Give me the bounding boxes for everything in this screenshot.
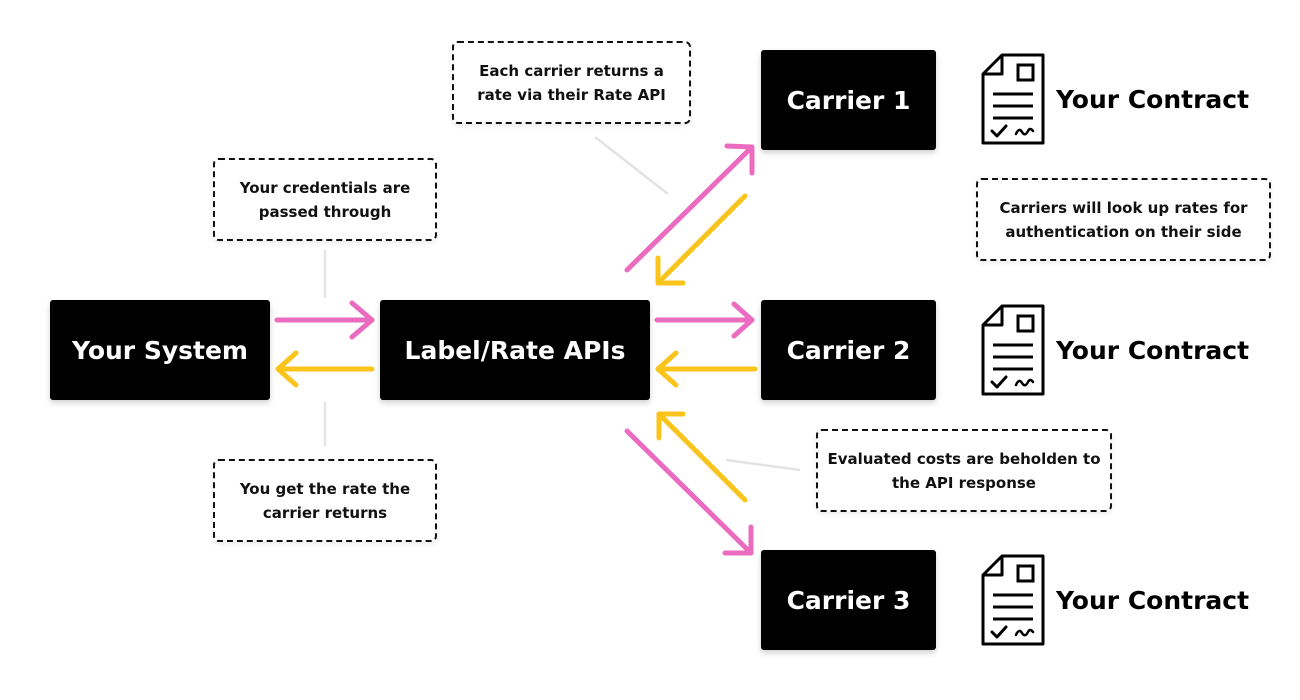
your-system-box: Your System — [50, 300, 270, 400]
contract-document-icon — [981, 53, 1045, 145]
label-rate-apis-box: Label/Rate APIs — [380, 300, 650, 400]
note-carrier-returns: Each carrier returns a rate via their Ra… — [452, 41, 691, 124]
contract-document-icon — [981, 554, 1045, 646]
arrow-api-to-carrier-3 — [624, 428, 754, 556]
arrow-carrier-3-to-api — [656, 411, 748, 503]
arrow-carrier-1-to-api — [655, 193, 748, 286]
note-credentials-text: Your credentials are passed through — [239, 178, 411, 221]
contract-3: Your Contract — [980, 553, 1249, 647]
note-evaluated: Evaluated costs are beholden to the API … — [816, 429, 1112, 512]
carrier-1-label: Carrier 1 — [786, 85, 911, 115]
contract-1: Your Contract — [980, 52, 1249, 146]
contract-2: Your Contract — [980, 303, 1249, 397]
arrow-api-to-system — [275, 350, 375, 388]
contract-1-label: Your Contract — [1056, 84, 1250, 114]
note-connectors — [323, 136, 801, 472]
note-get-rate-text: You get the rate the carrier returns — [239, 479, 411, 522]
carrier-3-label: Carrier 3 — [786, 585, 911, 615]
carrier-1-box: Carrier 1 — [761, 50, 936, 150]
connector-evaluated — [725, 458, 801, 472]
note-evaluated-text: Evaluated costs are beholden to the API … — [827, 449, 1101, 492]
carrier-3-box: Carrier 3 — [761, 550, 936, 650]
note-lookup-text: Carriers will look up rates for authenti… — [999, 198, 1248, 241]
note-get-rate: You get the rate the carrier returns — [213, 459, 437, 542]
response-arrows — [275, 193, 758, 503]
arrow-api-to-carrier-2 — [654, 301, 755, 339]
carrier-2-label: Carrier 2 — [786, 335, 911, 365]
arrow-system-to-api — [274, 300, 375, 340]
carrier-2-box: Carrier 2 — [761, 300, 936, 400]
contract-3-label: Your Contract — [1056, 585, 1250, 615]
contract-document-icon — [981, 304, 1045, 396]
connector-carrier-returns — [594, 136, 669, 195]
label-rate-apis-label: Label/Rate APIs — [404, 335, 626, 365]
note-credentials: Your credentials are passed through — [213, 158, 437, 241]
note-lookup: Carriers will look up rates for authenti… — [976, 178, 1271, 261]
arrow-api-to-carrier-1 — [624, 143, 755, 273]
arrow-carrier-2-to-api — [655, 350, 758, 388]
your-system-label: Your System — [72, 335, 248, 365]
note-carrier-returns-text: Each carrier returns a rate via their Ra… — [477, 61, 666, 104]
request-arrows — [274, 143, 755, 556]
contract-2-label: Your Contract — [1056, 335, 1250, 365]
